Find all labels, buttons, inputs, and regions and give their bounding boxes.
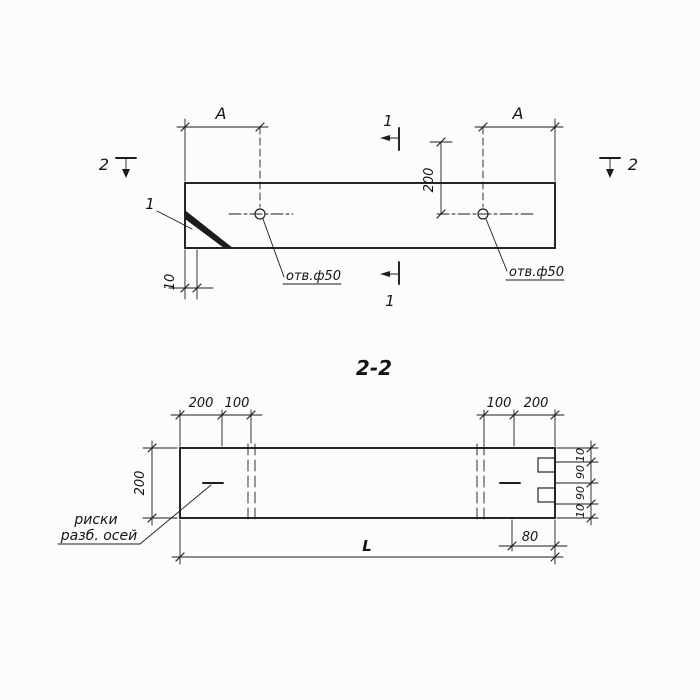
dim-top-right-200: 200 bbox=[524, 396, 549, 411]
dim-length: L bbox=[171, 519, 564, 565]
dim-200-vertical: 200 bbox=[422, 137, 453, 219]
detail-marker: 1 bbox=[145, 195, 193, 230]
dashed-axes bbox=[247, 443, 485, 523]
dim-80: 80 bbox=[498, 519, 568, 552]
dim-chain-10b: 10 bbox=[574, 504, 587, 518]
dim-10-label: 10 bbox=[163, 274, 178, 291]
dim-top-left-200: 200 bbox=[189, 396, 214, 411]
section-1-top-label: 1 bbox=[383, 112, 393, 130]
dim-a-left: A bbox=[176, 104, 269, 182]
plan-view: 1 отв.ф50 отв.ф50 A bbox=[99, 104, 638, 310]
dim-80-label: 80 bbox=[522, 530, 539, 545]
dim-top-right-100: 100 bbox=[487, 396, 512, 411]
section-mark-2-left: 2 bbox=[99, 155, 137, 178]
dim-top-left: 200 100 bbox=[170, 396, 263, 447]
dim-left-height: 200 bbox=[133, 440, 178, 526]
dim-left-height-label: 200 bbox=[133, 471, 148, 496]
dim-200-label: 200 bbox=[422, 168, 437, 193]
section-mark-2-right: 2 bbox=[599, 155, 638, 178]
hole-left-leader bbox=[262, 218, 285, 278]
section-view: 2-2 200 bbox=[57, 356, 599, 565]
section-mark-1-bottom: 1 bbox=[380, 261, 400, 310]
hole-right-leader bbox=[485, 218, 508, 272]
dim-a-right-label: A bbox=[512, 104, 524, 123]
axis-note-leader bbox=[139, 484, 212, 545]
dim-a-left-label: A bbox=[215, 104, 227, 123]
hole-left-label: отв.ф50 bbox=[286, 269, 341, 284]
notch-lower bbox=[537, 487, 556, 503]
section-1-bottom-label: 1 bbox=[385, 292, 395, 310]
dim-right-chain: 10 90 90 10 bbox=[555, 440, 599, 526]
dim-10: 10 bbox=[163, 249, 214, 300]
dim-length-label: L bbox=[362, 537, 372, 555]
hole-right: отв.ф50 bbox=[436, 126, 565, 281]
dim-top-right: 100 200 bbox=[476, 396, 565, 447]
section-2-right-label: 2 bbox=[628, 155, 638, 174]
notch-upper bbox=[537, 457, 556, 473]
beam-outline bbox=[184, 182, 556, 249]
dim-chain-10a: 10 bbox=[574, 448, 587, 462]
axis-note-line1: риски bbox=[73, 512, 117, 528]
hole-right-label: отв.ф50 bbox=[509, 265, 564, 280]
section-view-title: 2-2 bbox=[356, 356, 392, 380]
section-mark-1-top: 1 bbox=[380, 112, 400, 151]
detail-marker-label: 1 bbox=[145, 195, 155, 213]
section-body-outline bbox=[179, 447, 556, 519]
axis-note: риски разб. осей bbox=[57, 484, 212, 545]
chamfer-detail bbox=[184, 209, 234, 249]
section-2-left-label: 2 bbox=[99, 155, 109, 174]
dim-chain-90b: 90 bbox=[574, 486, 587, 500]
axis-note-line2: разб. осей bbox=[60, 528, 137, 544]
hole-left: отв.ф50 bbox=[228, 126, 342, 285]
dim-top-left-100: 100 bbox=[225, 396, 250, 411]
dim-chain-90a: 90 bbox=[574, 465, 587, 479]
dim-a-right: A bbox=[474, 104, 564, 182]
